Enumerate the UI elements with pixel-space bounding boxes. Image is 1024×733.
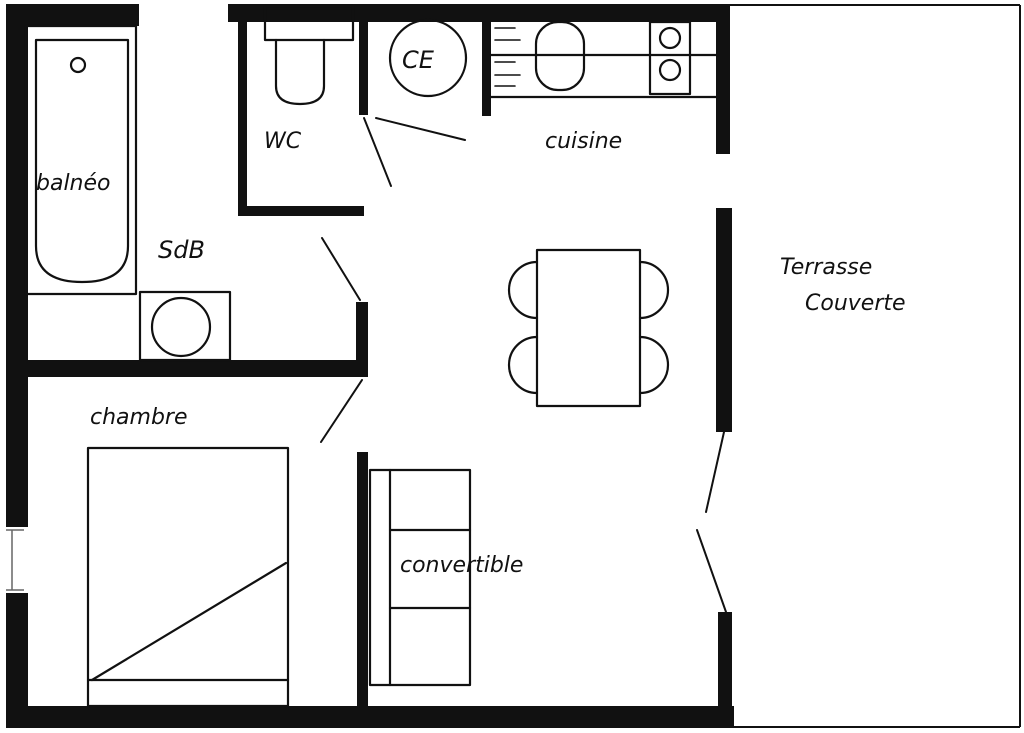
wall-bath-right	[356, 302, 368, 377]
hob-burner-2	[658, 58, 682, 82]
wall-convertible	[357, 452, 368, 710]
bed-cover-diagonal	[90, 561, 288, 682]
label-wc: WC	[264, 129, 302, 154]
window	[6, 529, 24, 591]
label-terrace-2: Couverte	[805, 291, 906, 316]
toilet-bowl	[274, 38, 326, 106]
wall-right-lower	[718, 612, 732, 728]
wall-wc-bottom	[238, 206, 364, 216]
washbasin-bowl	[150, 296, 212, 358]
wall-right-middle	[716, 208, 732, 432]
door-bathroom	[321, 237, 361, 301]
wall-top-left	[6, 4, 139, 26]
door-terrace-top	[705, 431, 725, 513]
label-convertible: convertible	[400, 553, 523, 578]
label-bedroom: chambre	[90, 405, 188, 430]
door-bedroom	[320, 379, 363, 443]
bathtub-drain	[69, 56, 87, 74]
wall-wc-left	[238, 18, 247, 215]
chair-right-2	[638, 335, 670, 395]
wall-left-upper	[6, 4, 28, 527]
fixtures	[24, 4, 718, 708]
kitchen-sink	[534, 20, 586, 92]
bed	[86, 446, 290, 708]
wall-right-upper	[716, 4, 730, 154]
label-bathroom: SdB	[158, 236, 205, 264]
door-fridge	[375, 117, 466, 141]
bathtub-basin	[34, 38, 130, 284]
terrace-outline	[730, 4, 1021, 728]
label-fridge: CE	[402, 46, 435, 74]
hob-burner-1	[658, 26, 682, 50]
label-terrace-1: Terrasse	[780, 255, 872, 280]
chair-left-1	[507, 260, 539, 320]
wall-kitchen-partition	[482, 18, 491, 116]
door-wc	[363, 117, 392, 187]
wall-left-lower	[6, 593, 28, 726]
dining-table	[535, 248, 642, 408]
fridge-circle	[388, 18, 468, 98]
chair-right-1	[638, 260, 670, 320]
washbasin	[138, 290, 232, 362]
convertible-sofa	[368, 468, 472, 687]
hob	[648, 20, 692, 96]
bathtub	[24, 24, 138, 296]
label-kitchen: cuisine	[545, 129, 622, 154]
toilet-tank	[263, 4, 355, 42]
chair-left-2	[507, 335, 539, 395]
labels: balnéo WC CE cuisine SdB chambre convert…	[36, 46, 906, 578]
door-terrace-bottom	[696, 529, 727, 613]
wall-wc-right	[359, 18, 368, 115]
wall-bath-bedroom	[22, 360, 368, 377]
label-bathtub: balnéo	[36, 171, 111, 196]
wall-bottom	[6, 706, 734, 728]
doors	[320, 117, 727, 613]
